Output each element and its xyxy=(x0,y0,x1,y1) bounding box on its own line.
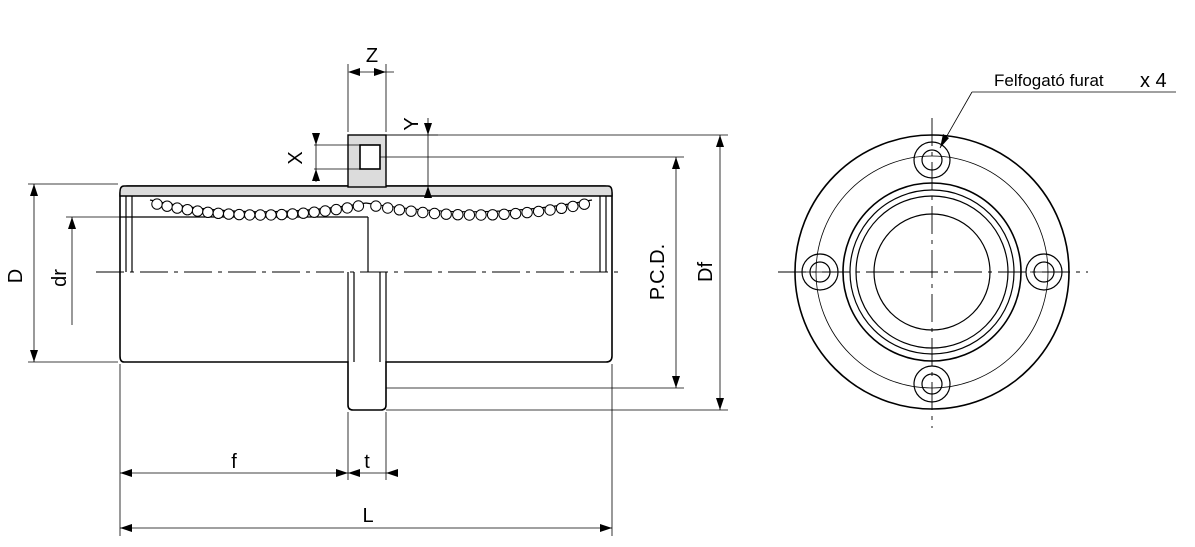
ball xyxy=(191,205,204,217)
ball xyxy=(521,206,533,219)
ball xyxy=(223,208,235,220)
dim-label-f: f xyxy=(231,451,237,473)
ball xyxy=(151,198,163,210)
ball xyxy=(171,202,183,214)
side-view: D dr Z X Y P.C.D. xyxy=(5,45,728,536)
ball xyxy=(486,209,499,221)
ball xyxy=(428,207,441,220)
ball xyxy=(341,202,353,214)
ball xyxy=(330,203,342,216)
ball xyxy=(567,200,579,213)
ball xyxy=(352,200,365,212)
dim-label-Df: Df xyxy=(695,262,717,282)
ball-row-left xyxy=(151,198,365,221)
ball xyxy=(286,208,299,220)
ball xyxy=(452,209,464,221)
ball xyxy=(509,207,522,220)
ball xyxy=(578,198,590,210)
ball-row-right xyxy=(370,198,590,221)
ball xyxy=(370,200,382,212)
dim-label-dr: dr xyxy=(49,269,71,287)
ball xyxy=(181,204,194,216)
ball xyxy=(405,205,417,217)
ball xyxy=(463,209,476,221)
ball xyxy=(202,206,214,219)
ball xyxy=(319,205,331,217)
dim-label-X: X xyxy=(285,151,307,164)
ball xyxy=(297,207,309,219)
ball xyxy=(244,209,256,221)
ball xyxy=(393,204,406,216)
ball xyxy=(417,206,429,219)
dim-label-L: L xyxy=(362,505,373,527)
ball xyxy=(555,202,568,215)
callout-text: Felfogató furat xyxy=(994,71,1104,90)
ball xyxy=(475,209,487,221)
dim-label-D: D xyxy=(5,269,27,283)
ball xyxy=(544,204,556,216)
ball xyxy=(276,208,288,221)
ball xyxy=(532,205,545,218)
ball xyxy=(265,209,277,221)
dim-label-PCD: P.C.D. xyxy=(647,244,669,300)
front-view: Felfogató furat x 4 xyxy=(778,70,1176,428)
mounting-hole-section xyxy=(359,144,381,170)
dim-label-Y: Y xyxy=(401,117,423,130)
ball xyxy=(498,208,510,221)
ball xyxy=(308,206,320,218)
retainer-band xyxy=(119,185,613,197)
ball xyxy=(382,202,394,214)
ball xyxy=(254,209,266,221)
callout-suffix: x 4 xyxy=(1140,70,1167,92)
bearing-body-outline xyxy=(119,185,613,411)
ball xyxy=(233,208,245,221)
dim-label-Z: Z xyxy=(366,45,378,67)
ball xyxy=(440,208,452,220)
dim-label-t: t xyxy=(364,451,370,473)
ball xyxy=(212,207,225,220)
ball xyxy=(161,200,173,212)
